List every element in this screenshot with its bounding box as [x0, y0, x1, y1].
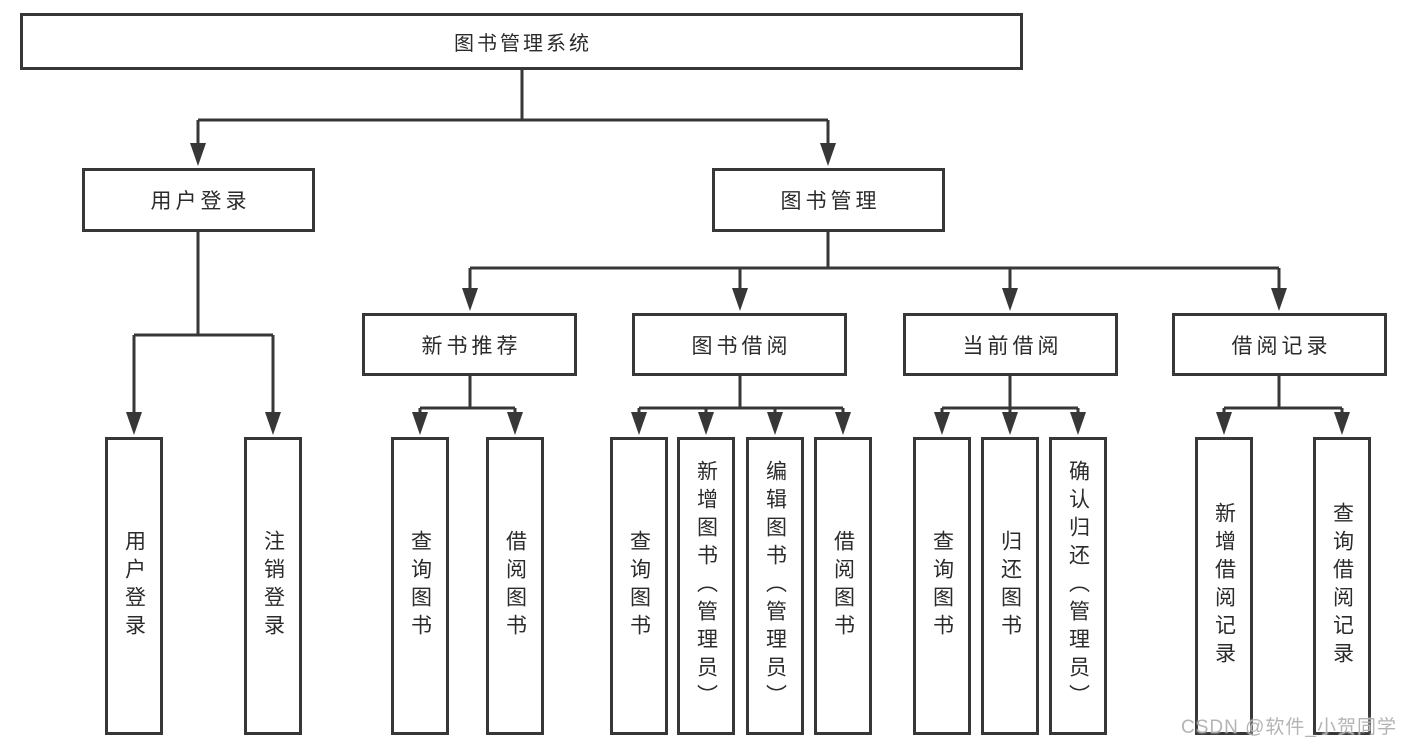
node-borrow-record: 借阅记录 — [1172, 313, 1387, 376]
leaf-borrow-query-book: 查询图书 — [610, 437, 668, 735]
node-user-login-group: 用户登录 — [82, 168, 315, 232]
node-book-management-group: 图书管理 — [712, 168, 945, 232]
node-root-system: 图书管理系统 — [20, 13, 1023, 70]
leaf-record-query-record: 查询借阅记录 — [1313, 437, 1371, 735]
node-book-borrow: 图书借阅 — [632, 313, 847, 376]
leaf-borrow-edit-book-admin: 编辑图书（管理员） — [746, 437, 804, 735]
connector-record — [1216, 376, 1350, 435]
leaf-current-confirm-return-admin: 确认归还（管理员） — [1049, 437, 1107, 735]
leaf-recommend-borrow-book: 借阅图书 — [486, 437, 544, 735]
leaf-current-query-book: 查询图书 — [913, 437, 971, 735]
node-new-book-recommend: 新书推荐 — [362, 313, 577, 376]
leaf-current-return-book: 归还图书 — [981, 437, 1039, 735]
node-current-borrow: 当前借阅 — [903, 313, 1118, 376]
leaf-borrow-borrow-book: 借阅图书 — [814, 437, 872, 735]
connector-root — [190, 70, 836, 166]
leaf-borrow-add-book-admin: 新增图书（管理员） — [677, 437, 735, 735]
connector-book-group — [462, 232, 1287, 311]
connector-user-group — [126, 232, 281, 435]
leaf-recommend-query-book: 查询图书 — [391, 437, 449, 735]
connector-recommend — [412, 376, 523, 435]
connector-borrow — [631, 376, 851, 435]
leaf-logout: 注销登录 — [244, 437, 302, 735]
csdn-watermark: CSDN @软件_小贺同学 — [1181, 717, 1397, 738]
leaf-user-login: 用户登录 — [105, 437, 163, 735]
leaf-record-add-record: 新增借阅记录 — [1195, 437, 1253, 735]
connector-current — [934, 376, 1086, 435]
